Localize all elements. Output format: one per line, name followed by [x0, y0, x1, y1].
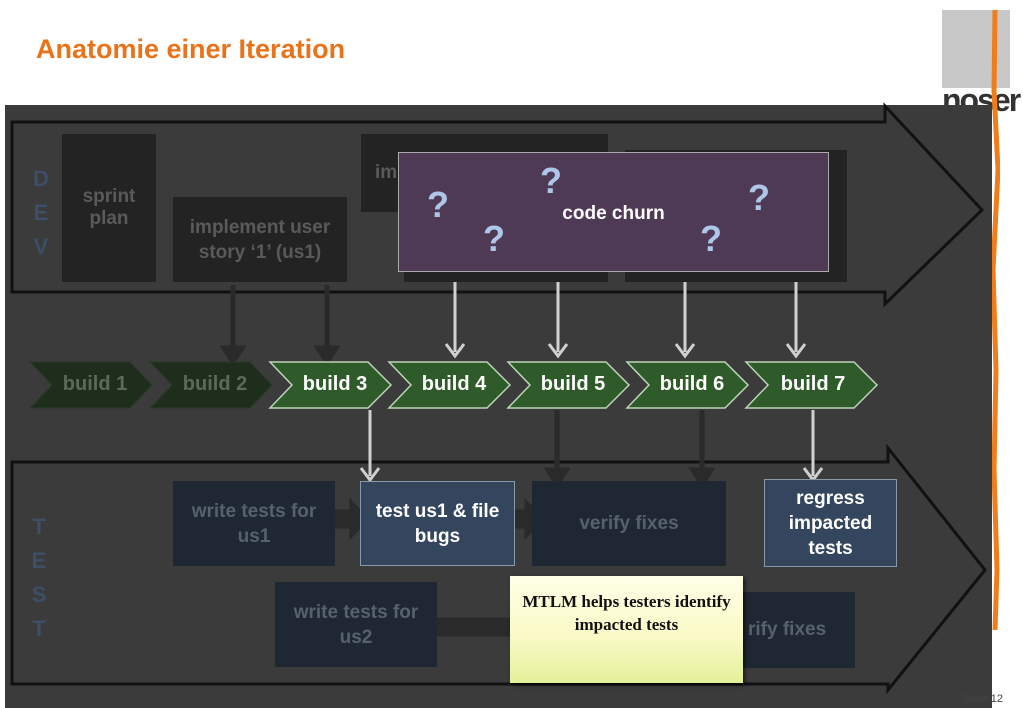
code-churn-box: code churn — [398, 152, 829, 272]
test-lane-arrow — [10, 443, 987, 695]
build-7-label: build 7 — [780, 373, 846, 395]
question-mark-4: ? — [748, 177, 770, 218]
question-mark-3: ? — [483, 218, 505, 259]
logo-grey-block — [942, 10, 1010, 88]
write-tests-us2-box: write tests for us2 — [275, 582, 437, 667]
question-mark-2: ? — [427, 184, 449, 225]
implement-us1-box: implement user story ‘1’ (us1) — [173, 197, 347, 282]
build-3-label: build 3 — [302, 373, 368, 395]
page-footer: Seite 12 — [963, 693, 1003, 705]
write-tests-us1-box: write tests for us1 — [173, 481, 335, 566]
build-1-chevron — [28, 361, 153, 409]
company-logo: noser — [942, 10, 1021, 120]
seite-label: Seite — [962, 693, 988, 705]
build-5-chevron — [506, 361, 631, 409]
build-4-label: build 4 — [421, 373, 487, 395]
build-6-chevron — [625, 361, 750, 409]
build-2-chevron — [148, 361, 273, 409]
test-letter-t: T — [32, 514, 46, 539]
build-6-label: build 6 — [659, 373, 725, 395]
build-3-chevron — [268, 361, 393, 409]
test-letter-e: E — [31, 548, 47, 573]
regress-impacted-tests-box: regress impacted tests — [764, 479, 897, 567]
churn-connectors — [359, 272, 824, 483]
page-number: 12 — [990, 693, 1003, 705]
build-5-label: build 5 — [540, 373, 606, 395]
verify-fixes-partial-box: rify fixes — [742, 592, 855, 668]
dev-letter-d: D — [33, 166, 49, 191]
build-2-label: build 2 — [182, 373, 248, 395]
build-chevrons — [28, 361, 879, 409]
dev-letter-v: V — [33, 234, 49, 259]
code-churn-label: code churn — [562, 203, 665, 224]
verify-fixes-box: verify fixes — [532, 481, 726, 566]
dev-lane-arrow — [10, 102, 985, 308]
sprint-plan-box: sprint plan — [62, 134, 156, 282]
build-7-chevron — [744, 361, 879, 409]
mtlm-sticky-note: MTLM helps testers identify impacted tes… — [510, 576, 743, 683]
build-1-label: build 1 — [62, 373, 128, 395]
orange-brand-line — [990, 10, 1000, 630]
test-us1-box: test us1 & file bugs — [360, 481, 515, 566]
dev-letter-e: E — [33, 200, 49, 225]
test-letter-t2: T — [32, 616, 46, 641]
build-4-chevron — [387, 361, 512, 409]
question-mark-1: ? — [540, 160, 562, 201]
page-title: Anatomie einer Iteration — [36, 34, 346, 64]
test-letter-s: S — [31, 582, 47, 607]
question-mark-5: ? — [700, 218, 722, 259]
